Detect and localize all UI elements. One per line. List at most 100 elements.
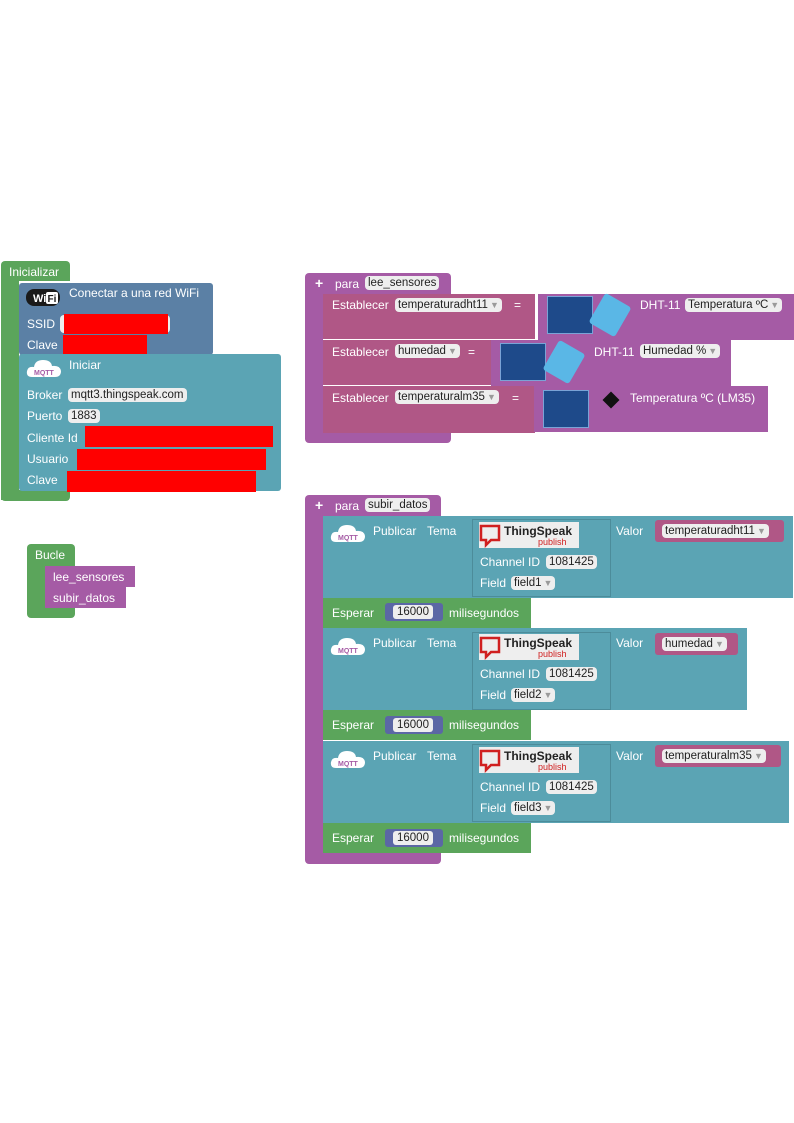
- ssid-label: SSID: [27, 317, 56, 331]
- loop-block-foot: [27, 607, 75, 618]
- thingspeak-logo-icon: ThingSpeak publish: [479, 634, 579, 661]
- value-var-dropdown-2[interactable]: humedad▼: [662, 637, 727, 651]
- tema-label-2: Tema: [427, 636, 457, 650]
- init-title: Inicializar: [9, 265, 60, 279]
- eq-2: =: [468, 345, 476, 359]
- loop-block[interactable]: [27, 544, 75, 566]
- value-var-dropdown-3[interactable]: temperaturalm35▼: [662, 749, 766, 763]
- svg-text:publish: publish: [538, 762, 567, 772]
- svg-text:ThingSpeak: ThingSpeak: [504, 524, 572, 538]
- value-var-dropdown-1[interactable]: temperaturadht11▼: [662, 524, 769, 538]
- svg-text:MQTT: MQTT: [338, 648, 359, 655]
- subir-body: [305, 516, 323, 856]
- var-dropdown-3[interactable]: temperaturalm35▼: [395, 390, 499, 404]
- publicar-label-2: Publicar: [373, 636, 417, 650]
- arduino-board-icon: [543, 390, 589, 428]
- wait-label-2: Esperar: [332, 718, 375, 732]
- loop-call-subir[interactable]: [45, 587, 126, 608]
- set-label-1: Establecer: [332, 298, 389, 312]
- chevron-down-icon: ▼: [714, 639, 724, 649]
- broker-label: Broker: [27, 388, 63, 402]
- mqtt-clave-redaction[interactable]: [67, 471, 256, 492]
- wait-unit-2: milisegundos: [449, 718, 520, 732]
- var-dropdown-2[interactable]: humedad▼: [395, 344, 460, 358]
- puerto-label: Puerto: [27, 409, 63, 423]
- lm35-label: Temperatura ºC (LM35): [630, 391, 756, 405]
- lee-foot: [305, 432, 451, 443]
- measure-dropdown-1[interactable]: Temperatura ºC▼: [685, 298, 783, 312]
- wait-unit-3: milisegundos: [449, 831, 520, 845]
- tema-label-3: Tema: [427, 749, 457, 763]
- wifi-clave-redaction[interactable]: [63, 335, 147, 355]
- svg-text:ThingSpeak: ThingSpeak: [504, 636, 572, 650]
- wait-value-3[interactable]: 16000: [393, 831, 433, 845]
- subir-name-field[interactable]: subir_datos: [365, 498, 431, 512]
- cliente-redaction[interactable]: [85, 426, 273, 447]
- usuario-redaction[interactable]: [77, 449, 266, 470]
- chevron-down-icon: ▼: [770, 300, 780, 310]
- subir-foot: [305, 853, 441, 864]
- svg-text:MQTT: MQTT: [338, 761, 359, 768]
- mqtt-cloud-icon: MQTT: [330, 748, 365, 770]
- loop-call-subir-label: subir_datos: [53, 591, 116, 605]
- cliente-label: Cliente Id: [27, 431, 78, 445]
- publicar-label-3: Publicar: [373, 749, 417, 763]
- svg-text:Fi: Fi: [48, 294, 57, 305]
- channel-field-3[interactable]: 1081425: [546, 780, 597, 794]
- subir-para: para: [335, 499, 360, 513]
- chevron-down-icon: ▼: [447, 346, 457, 356]
- wait-value-2[interactable]: 16000: [393, 718, 433, 732]
- mqtt-init-title: Iniciar: [69, 358, 102, 372]
- wifi-icon: Wi Fi: [26, 287, 60, 307]
- svg-text:MQTT: MQTT: [338, 535, 359, 542]
- wifi-clave-label: Clave: [27, 338, 58, 352]
- channel-field-1[interactable]: 1081425: [546, 555, 597, 569]
- chevron-down-icon: ▼: [543, 803, 553, 813]
- subir-plus-icon[interactable]: +: [315, 497, 324, 513]
- svg-text:Wi: Wi: [33, 293, 46, 305]
- loop-title: Bucle: [35, 548, 66, 562]
- field-label-2: Field: [480, 688, 507, 702]
- arduino-board-icon: [500, 343, 546, 381]
- wait-value-1[interactable]: 16000: [393, 605, 433, 619]
- init-block-body: [1, 280, 19, 500]
- thingspeak-logo-icon: ThingSpeak publish: [479, 747, 579, 774]
- init-block[interactable]: [1, 261, 70, 281]
- dht11-label-1: DHT-11: [640, 298, 681, 312]
- dht11-label-2: DHT-11: [594, 345, 635, 359]
- var-dropdown-1[interactable]: temperaturadht11▼: [395, 298, 502, 312]
- mqtt-cloud-icon: MQTT: [330, 522, 365, 544]
- loop-call-lee[interactable]: [45, 566, 135, 587]
- publicar-label-1: Publicar: [373, 524, 417, 538]
- measure-dropdown-2[interactable]: Humedad %▼: [640, 344, 721, 358]
- mqtt-cloud-icon: MQTT: [26, 357, 61, 379]
- eq-1: =: [514, 298, 522, 312]
- valor-label-1: Valor: [616, 524, 644, 538]
- chevron-down-icon: ▼: [489, 300, 499, 310]
- mqtt-clave-label: Clave: [27, 473, 58, 487]
- lee-para: para: [335, 277, 360, 291]
- lee-name-field[interactable]: lee_sensores: [365, 276, 440, 290]
- chevron-down-icon: ▼: [753, 751, 763, 761]
- set-label-2: Establecer: [332, 345, 389, 359]
- svg-text:publish: publish: [538, 537, 567, 547]
- ssid-redaction: [64, 314, 168, 334]
- broker-field[interactable]: mqtt3.thingspeak.com: [68, 388, 187, 402]
- arduino-board-icon: [547, 296, 593, 334]
- wait-unit-1: milisegundos: [449, 606, 520, 620]
- thingspeak-logo-icon: ThingSpeak publish: [479, 522, 579, 549]
- field-label-3: Field: [480, 801, 507, 815]
- loop-block-body: [27, 565, 45, 610]
- usuario-label: Usuario: [27, 452, 69, 466]
- channel-field-2[interactable]: 1081425: [546, 667, 597, 681]
- puerto-field[interactable]: 1883: [68, 409, 100, 423]
- field-dropdown-1[interactable]: field1▼: [511, 576, 556, 590]
- field-dropdown-3[interactable]: field3▼: [511, 801, 556, 815]
- field-dropdown-2[interactable]: field2▼: [511, 688, 556, 702]
- set-label-3: Establecer: [332, 391, 389, 405]
- wait-label-3: Esperar: [332, 831, 375, 845]
- lee-plus-icon[interactable]: +: [315, 275, 324, 291]
- chevron-down-icon: ▼: [543, 578, 553, 588]
- chevron-down-icon: ▼: [708, 346, 718, 356]
- channel-label-1: Channel ID: [480, 555, 541, 569]
